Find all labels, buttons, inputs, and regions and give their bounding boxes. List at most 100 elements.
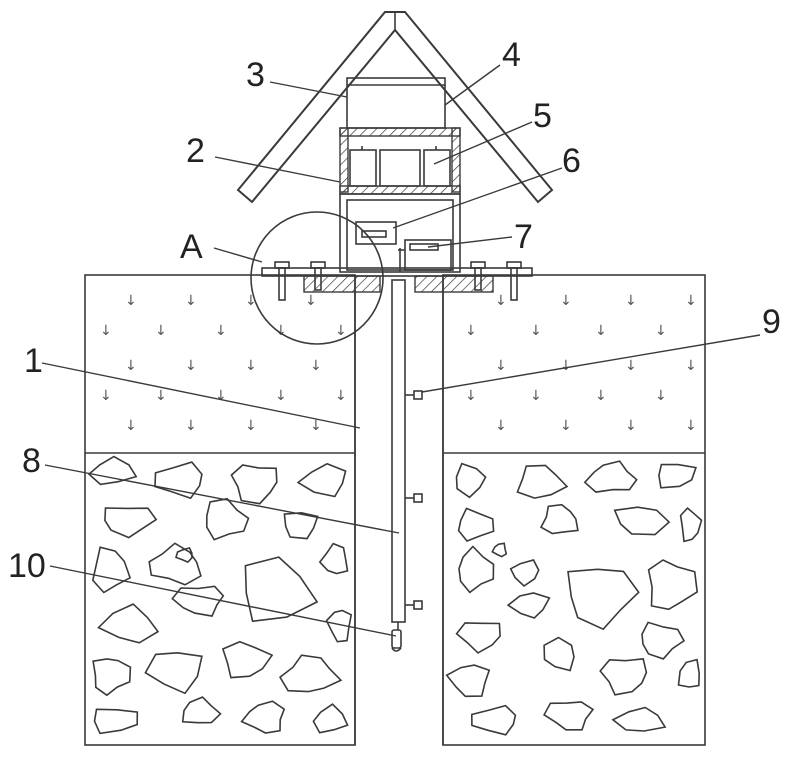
rock-stone: [242, 701, 285, 733]
rock-stone: [659, 465, 696, 488]
soil-mark: ↓: [655, 388, 667, 404]
rock-stone: [313, 704, 347, 733]
label-7: 7: [514, 218, 533, 256]
rock-stone: [508, 593, 549, 618]
soil-mark: ↓: [595, 388, 607, 404]
rock-layer: [89, 457, 702, 735]
soil-mark: ↓: [185, 293, 197, 309]
rock-stone: [511, 560, 539, 586]
probe-head: [414, 494, 422, 502]
label-9: 9: [762, 303, 781, 341]
label-8: 8: [22, 442, 41, 480]
rock-stone: [320, 544, 348, 574]
rock-stone: [457, 464, 486, 498]
label-detail-a: A: [180, 228, 203, 266]
rock-stone: [457, 623, 501, 653]
rock-stone: [89, 457, 136, 485]
rock-stone: [145, 653, 202, 694]
soil-mark: ↓: [625, 418, 637, 434]
rock-stone: [459, 508, 494, 541]
rock-stone: [105, 508, 156, 538]
soil-mark: ↓: [125, 293, 137, 309]
soil-mark: ↓: [560, 293, 572, 309]
label-6: 6: [562, 142, 581, 180]
soil-mark: ↓: [495, 293, 507, 309]
borehole: [355, 275, 443, 745]
rock-stone: [544, 638, 574, 671]
rock-stone: [681, 508, 702, 541]
soil-mark: ↓: [100, 388, 112, 404]
soil-mark: ↓: [595, 323, 607, 339]
label-4: 4: [502, 36, 521, 74]
rock-stone: [679, 660, 700, 687]
rock-stone: [541, 505, 578, 534]
rock-stone: [245, 557, 317, 621]
soil-mark: ↓: [215, 388, 227, 404]
rock-stone: [231, 465, 276, 504]
rock-stone: [585, 461, 637, 492]
upper-box: [347, 78, 445, 128]
rock-stone: [207, 499, 249, 540]
soil-mark: ↓: [155, 388, 167, 404]
rock-stone: [472, 706, 516, 735]
rock-stone: [223, 642, 272, 678]
ground-left: [85, 275, 355, 745]
probe-head: [414, 601, 422, 609]
soil-mark: ↓: [560, 358, 572, 374]
soil-mark: ↓: [685, 358, 697, 374]
soil-mark: ↓: [275, 388, 287, 404]
rock-stone: [459, 547, 494, 593]
soil-mark: ↓: [495, 418, 507, 434]
soil-layer: ↓↓↓↓↓↓↓↓↓↓↓↓↓↓↓↓↓↓↓↓↓↓↓↓↓↓↓↓↓↓↓↓↓↓↓↓↓↓↓↓…: [100, 293, 697, 434]
soil-mark: ↓: [560, 418, 572, 434]
bolt-head: [275, 262, 289, 268]
label-2: 2: [186, 132, 205, 170]
bolt-shank: [511, 268, 517, 300]
rock-stone: [280, 655, 341, 691]
rock-stone: [447, 665, 490, 696]
soil-mark: ↓: [185, 358, 197, 374]
rock-stone: [93, 659, 130, 695]
soil-mark: ↓: [100, 323, 112, 339]
soil-mark: ↓: [530, 388, 542, 404]
label-5: 5: [533, 97, 552, 135]
soil-mark: ↓: [155, 323, 167, 339]
ground-right: [443, 275, 705, 745]
bolt-shank: [279, 268, 285, 300]
bolt-head: [471, 262, 485, 268]
soil-mark: ↓: [245, 418, 257, 434]
soil-mark: ↓: [185, 418, 197, 434]
rock-stone: [544, 702, 593, 730]
rock-stone: [298, 464, 346, 497]
soil-mark: ↓: [495, 358, 507, 374]
soil-mark: ↓: [465, 323, 477, 339]
soil-mark: ↓: [335, 323, 347, 339]
soil-mark: ↓: [310, 358, 322, 374]
rock-stone: [149, 543, 201, 585]
rock-stone: [95, 709, 138, 733]
rock-stone: [613, 708, 665, 732]
label-1: 1: [24, 342, 43, 380]
soil-mark: ↓: [685, 418, 697, 434]
soil-mark: ↓: [530, 323, 542, 339]
probe-head: [414, 391, 422, 399]
rock-stone: [649, 560, 698, 609]
soil-mark: ↓: [465, 388, 477, 404]
soil-mark: ↓: [215, 323, 227, 339]
rock-stone: [93, 547, 130, 592]
soil-mark: ↓: [245, 358, 257, 374]
soil-mark: ↓: [685, 293, 697, 309]
soil-mark: ↓: [625, 358, 637, 374]
rock-stone: [99, 604, 159, 643]
rock-stone: [600, 659, 646, 695]
soil-mark: ↓: [125, 418, 137, 434]
rock-stone: [492, 543, 506, 556]
rock-stone: [615, 507, 669, 534]
rock-stone: [642, 622, 684, 659]
control-box: [340, 194, 460, 272]
sensor-rod: [392, 280, 405, 651]
rock-stone: [517, 465, 567, 498]
part-labels: 3 4 2 5 6 7 A 1 9 8 10: [8, 36, 781, 585]
